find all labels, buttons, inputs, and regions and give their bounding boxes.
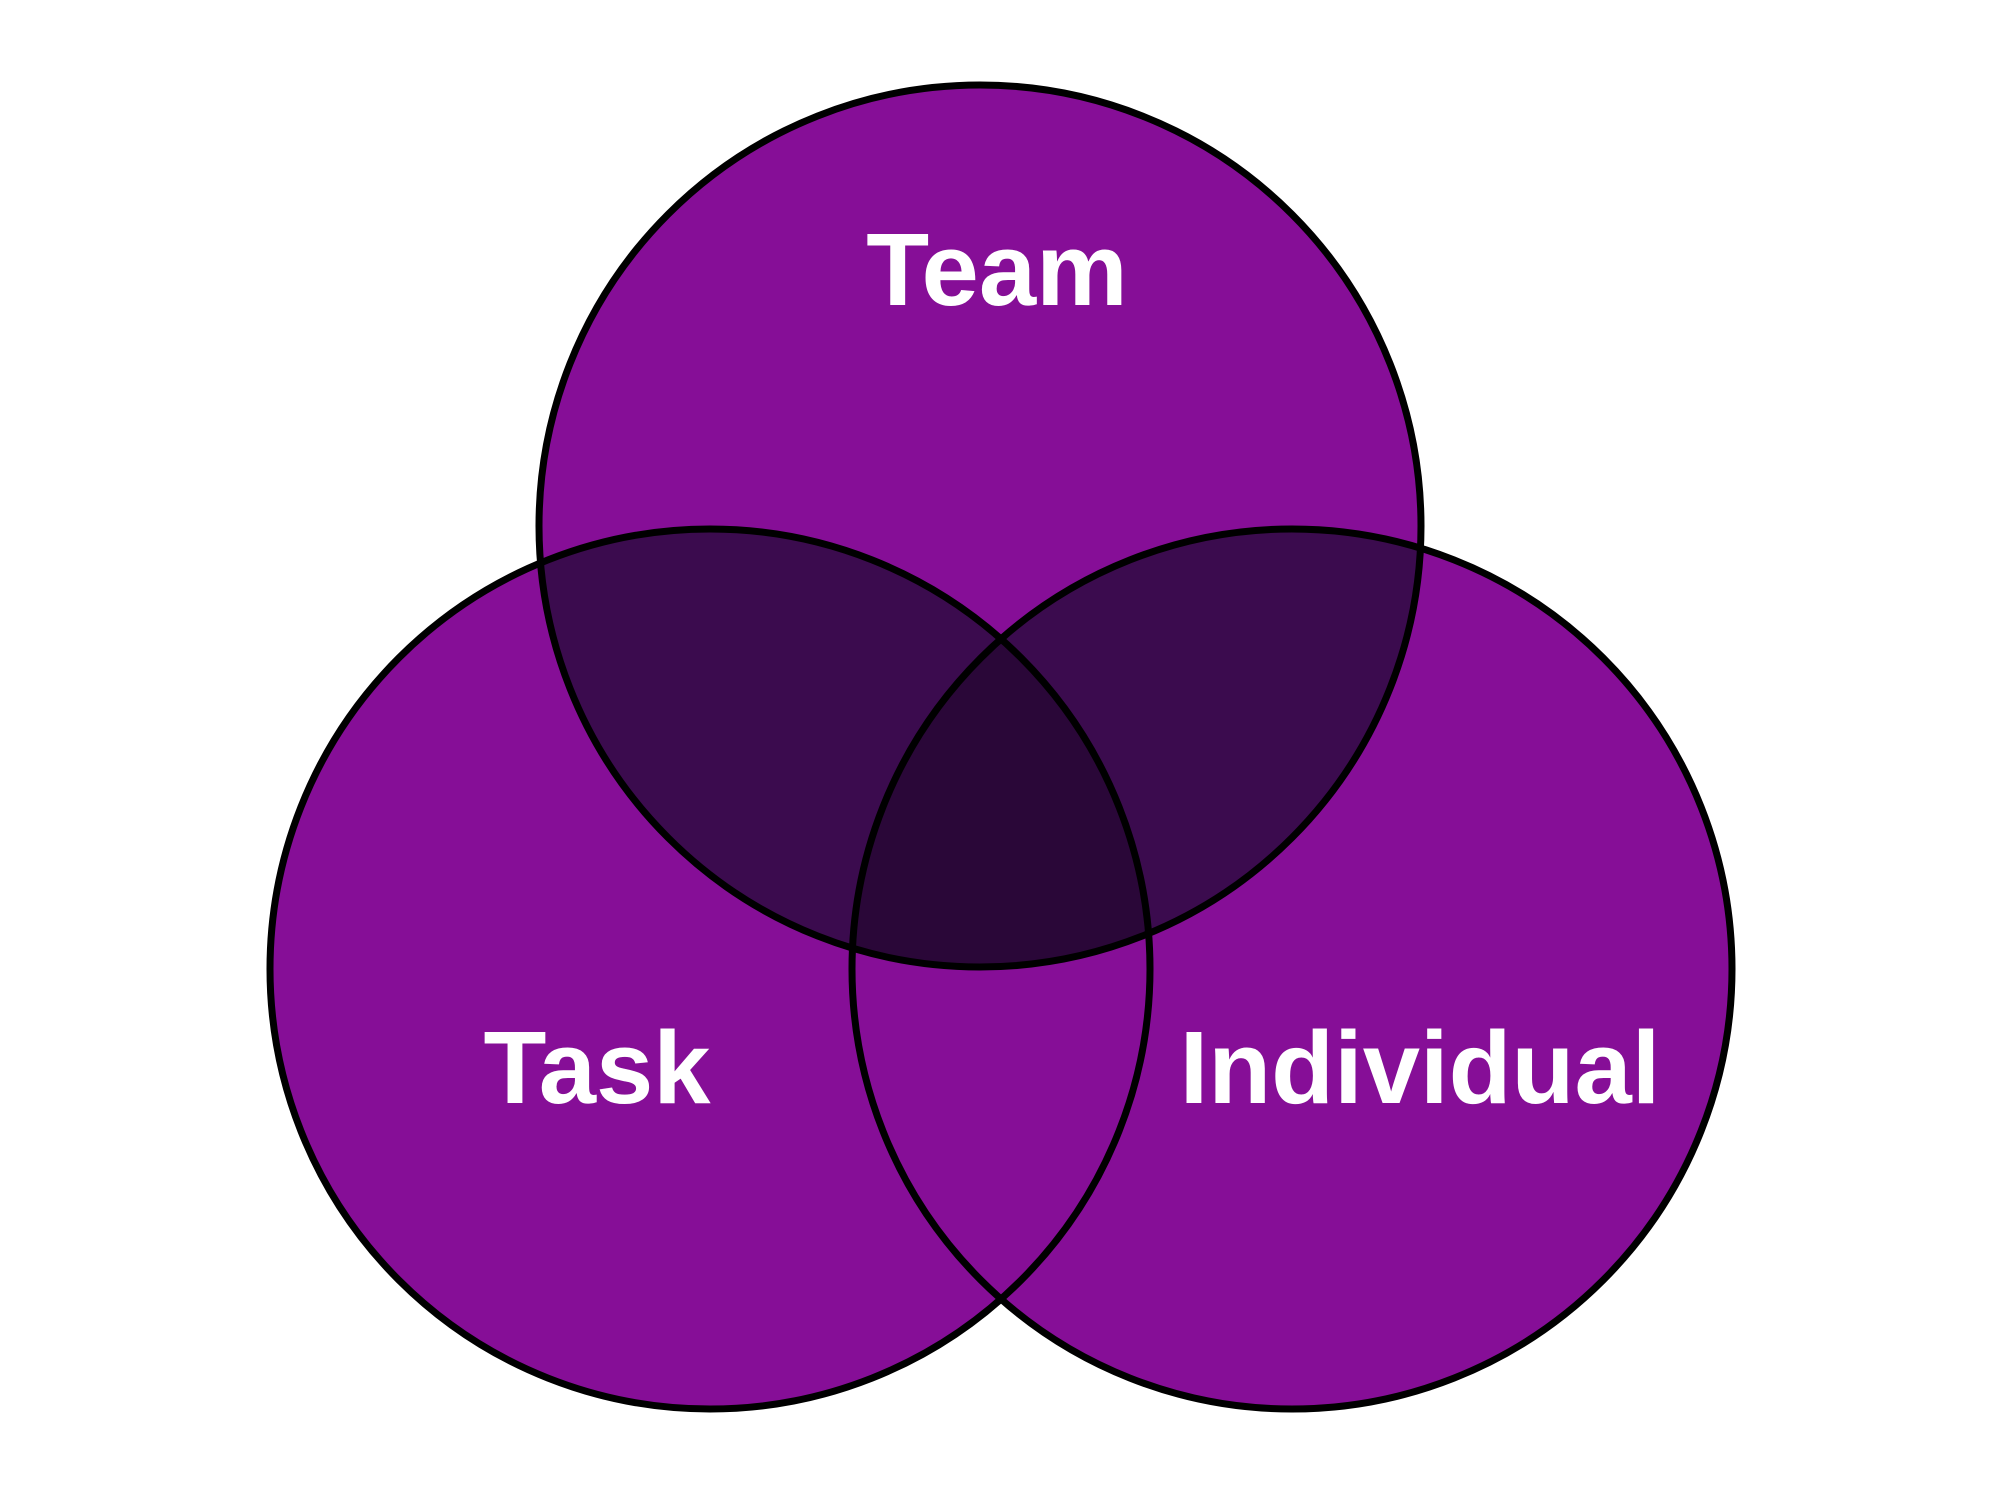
task-circle-outline xyxy=(266,525,1154,1413)
task-label: Task xyxy=(483,1010,711,1125)
individual-label: Individual xyxy=(1180,1010,1661,1125)
team-individual-overlap-region xyxy=(852,529,1421,967)
team-task-overlap-region xyxy=(539,529,1150,967)
team-task-overlap xyxy=(539,529,1150,967)
individual-circle-outline xyxy=(848,525,1736,1413)
team-label: Team xyxy=(866,212,1127,327)
team-individual-overlap xyxy=(852,529,1421,967)
team-circle-outline xyxy=(535,81,1425,971)
